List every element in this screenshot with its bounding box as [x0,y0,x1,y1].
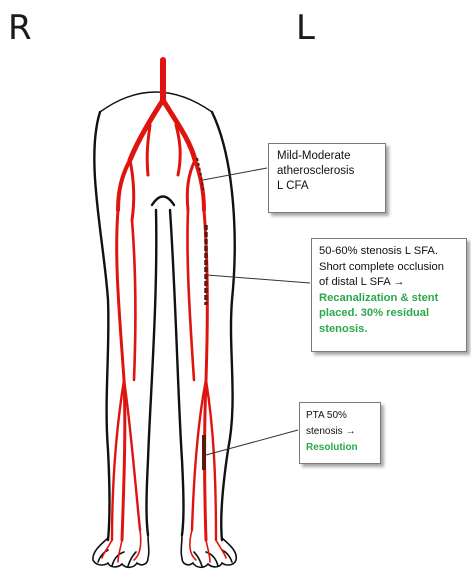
callout-sfa: 50-60% stenosis L SFA. Short complete oc… [311,238,467,352]
callout-result-text: stenosis. [319,322,459,338]
callout-result-text: placed. 30% residual [319,306,459,322]
callout-result-text: Recanalization & stent [319,291,459,307]
callout-text: atherosclerosis [277,164,377,179]
right-side-label: R [8,8,32,48]
callout-text: L CFA [277,179,377,194]
callout-text: 50-60% stenosis L SFA. [319,244,459,260]
callout-result-text: Resolution [306,440,374,456]
left-side-label: L [296,8,315,48]
callout-text: Mild-Moderate [277,149,377,164]
callout-text: stenosis → [306,424,374,440]
callout-cfa: Mild-Moderate atherosclerosis L CFA [268,143,386,213]
arterial-tree [102,60,226,562]
callout-text: Short complete occlusion [319,260,459,276]
callout-text: of distal L SFA → [319,275,459,291]
callout-text: PTA 50% [306,408,374,424]
callout-pta: PTA 50% stenosis → Resolution [299,402,381,464]
